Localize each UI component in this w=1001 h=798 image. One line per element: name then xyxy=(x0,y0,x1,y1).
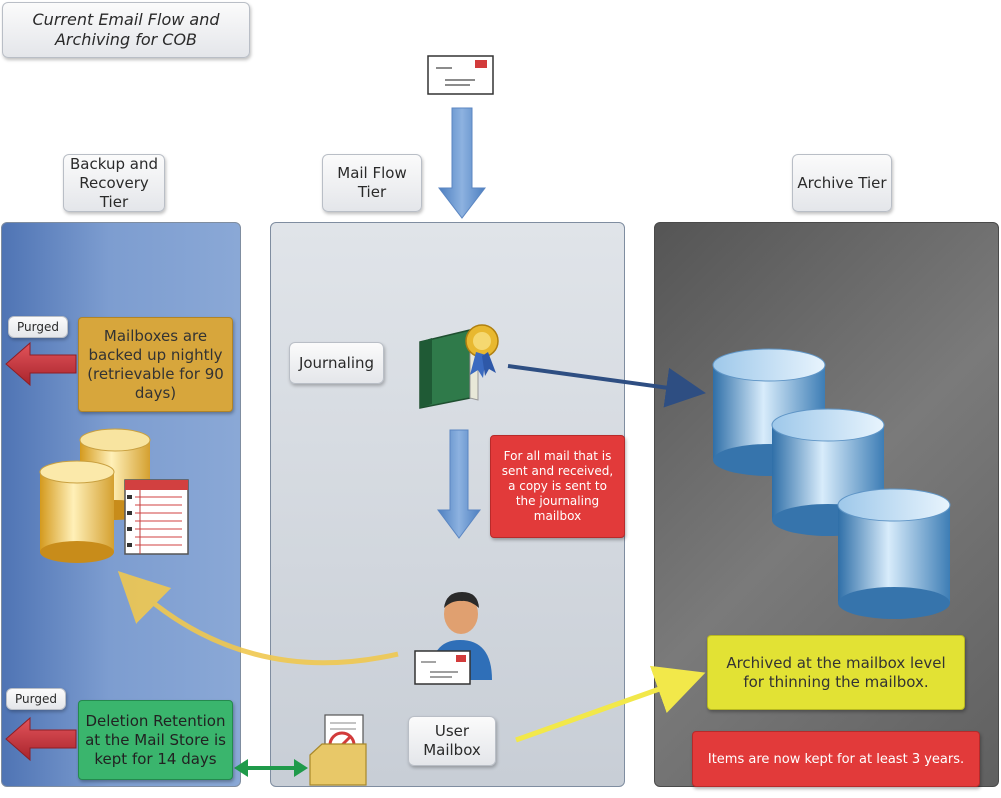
mailbox-to-archive-arrow xyxy=(515,665,706,743)
tier-label-backup: Backup and Recovery Tier xyxy=(63,154,165,212)
tier-label-mailflow: Mail Flow Tier xyxy=(322,154,422,212)
backup-list-icon xyxy=(124,479,189,555)
purged-label-bottom: Purged xyxy=(6,688,66,710)
deleted-items-folder-icon xyxy=(309,714,367,786)
user-to-backup-arrow xyxy=(117,571,399,666)
purged-label-top: Purged xyxy=(8,316,68,338)
purge-arrow-icon xyxy=(5,341,77,387)
journaling-label: Journaling xyxy=(289,342,384,384)
tier-label-archive: Archive Tier xyxy=(792,154,892,212)
retention-double-arrow-icon xyxy=(234,759,308,777)
user-mailbox-label: User Mailbox xyxy=(408,716,496,766)
deletion-retention-note: Deletion Retention at the Mail Store is … xyxy=(78,700,233,780)
mail-in-arrow-icon xyxy=(437,107,487,219)
incoming-envelope-icon xyxy=(427,55,494,95)
diagram-title: Current Email Flow and Archiving for COB xyxy=(2,2,250,58)
journal-copy-arrow-icon xyxy=(437,429,481,539)
archive-database-icon xyxy=(837,488,951,619)
journal-copy-note: For all mail that is sent and received, … xyxy=(490,435,625,538)
archived-level-note: Archived at the mailbox level for thinni… xyxy=(707,635,965,710)
backup-nightly-note: Mailboxes are backed up nightly (retriev… xyxy=(78,317,233,412)
kept-3-years-note: Items are now kept for at least 3 years. xyxy=(692,731,980,787)
backup-database-icon xyxy=(39,460,115,563)
purge-arrow-icon xyxy=(5,716,77,762)
user-avatar-icon xyxy=(414,592,492,685)
journal-to-archive-arrow xyxy=(507,364,706,408)
journal-book-icon xyxy=(419,324,499,409)
